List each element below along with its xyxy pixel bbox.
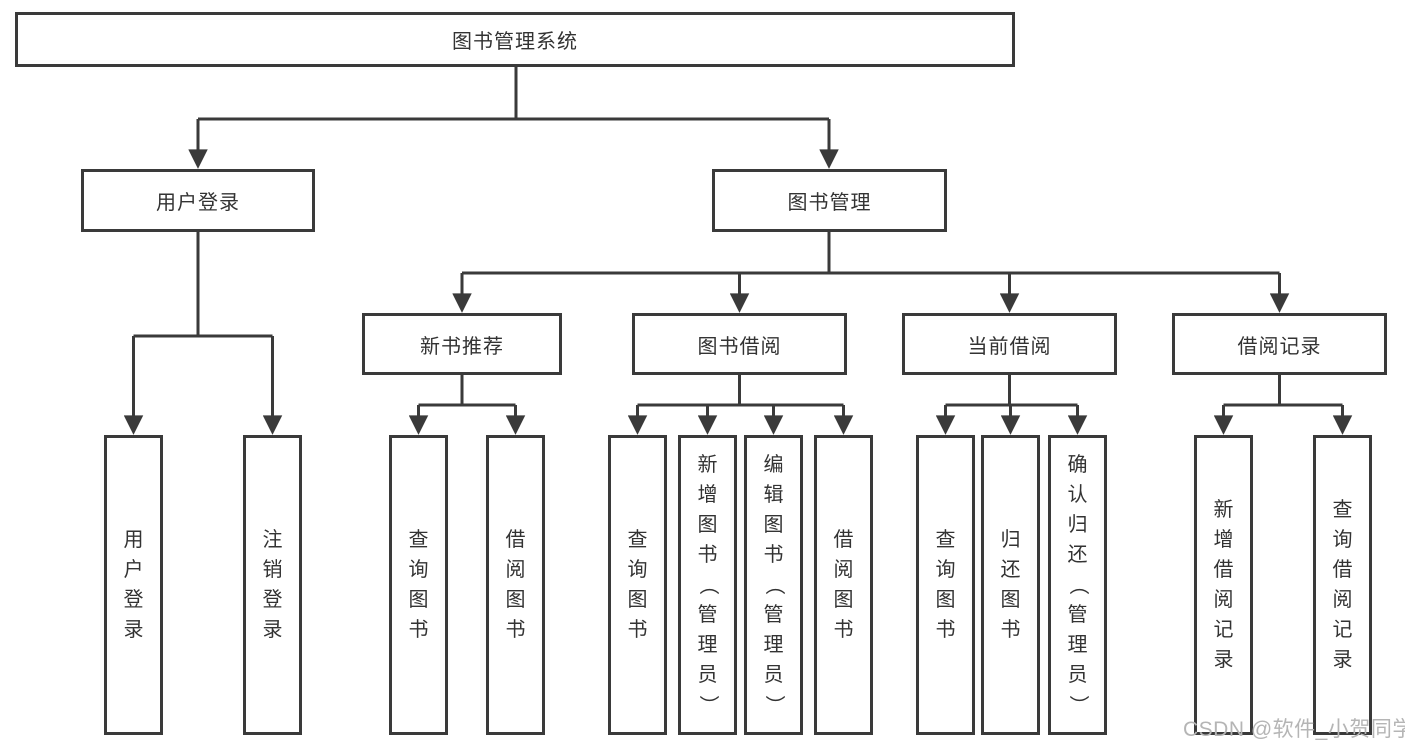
vertical-char: （ <box>696 575 719 595</box>
vertical-char: 用 <box>123 529 144 551</box>
vertical-char: （ <box>762 575 785 595</box>
vertical-char: 书 <box>408 619 429 641</box>
vertical-char: 图 <box>408 589 429 611</box>
vertical-char: 员 <box>1067 664 1088 686</box>
node-book-borrow: 图书借阅 <box>632 313 847 375</box>
leaf-query-book-current: 查询图书 <box>916 435 975 735</box>
leaf-user-login: 用户登录 <box>104 435 163 735</box>
root-node-library-system: 图书管理系统 <box>15 12 1015 67</box>
leaf-add-book-admin: 新增图书 （ 管理员 ） <box>678 435 737 735</box>
leaf-logout: 注销登录 <box>243 435 302 735</box>
vertical-char: 询 <box>1332 529 1353 551</box>
vertical-char: 管 <box>1067 604 1088 626</box>
leaf-query-book-recommend: 查询图书 <box>389 435 448 735</box>
vertical-char: 书 <box>505 619 526 641</box>
vertical-char: （ <box>1066 575 1089 595</box>
vertical-char: 书 <box>833 619 854 641</box>
vertical-char: 阅 <box>833 559 854 581</box>
vertical-char: 图 <box>627 589 648 611</box>
vertical-char: 询 <box>408 559 429 581</box>
vertical-char: 注 <box>262 529 283 551</box>
vertical-char: ） <box>696 695 719 715</box>
vertical-char: 录 <box>262 619 283 641</box>
vertical-char: 管 <box>763 604 784 626</box>
vertical-char: 编 <box>763 454 784 476</box>
vertical-char: 借 <box>505 529 526 551</box>
vertical-char: 记 <box>1332 619 1353 641</box>
vertical-char: 查 <box>1332 499 1353 521</box>
node-current-borrow: 当前借阅 <box>902 313 1117 375</box>
leaf-borrow-book: 借阅图书 <box>814 435 873 735</box>
vertical-char: 查 <box>408 529 429 551</box>
vertical-char: 登 <box>262 589 283 611</box>
leaf-query-borrow-record: 查询借阅记录 <box>1313 435 1372 735</box>
leaf-query-book-borrow: 查询图书 <box>608 435 667 735</box>
vertical-char: 图 <box>763 514 784 536</box>
vertical-char: 询 <box>935 559 956 581</box>
vertical-char: 书 <box>763 544 784 566</box>
node-book-management: 图书管理 <box>712 169 947 232</box>
vertical-char: 记 <box>1213 619 1234 641</box>
node-borrow-records: 借阅记录 <box>1172 313 1387 375</box>
vertical-char: 认 <box>1067 484 1088 506</box>
vertical-char: 员 <box>697 664 718 686</box>
vertical-char: 确 <box>1067 454 1088 476</box>
vertical-char: 员 <box>763 664 784 686</box>
vertical-char: 辑 <box>763 484 784 506</box>
node-new-book-recommend: 新书推荐 <box>362 313 562 375</box>
vertical-char: 查 <box>935 529 956 551</box>
vertical-char: 归 <box>1000 529 1021 551</box>
vertical-char: 书 <box>1000 619 1021 641</box>
vertical-char: 图 <box>1000 589 1021 611</box>
vertical-char: 图 <box>505 589 526 611</box>
vertical-char: 图 <box>935 589 956 611</box>
vertical-char: 新 <box>1213 499 1234 521</box>
vertical-char: 阅 <box>505 559 526 581</box>
vertical-char: 书 <box>627 619 648 641</box>
vertical-char: 询 <box>627 559 648 581</box>
vertical-char: 图 <box>697 514 718 536</box>
leaf-add-borrow-record: 新增借阅记录 <box>1194 435 1253 735</box>
vertical-char: 增 <box>697 484 718 506</box>
vertical-char: 借 <box>1332 559 1353 581</box>
vertical-char: 录 <box>1332 649 1353 671</box>
vertical-char: 理 <box>697 634 718 656</box>
vertical-char: 借 <box>1213 559 1234 581</box>
node-user-login: 用户登录 <box>81 169 315 232</box>
vertical-char: 销 <box>262 559 283 581</box>
leaf-edit-book-admin: 编辑图书 （ 管理员 ） <box>744 435 803 735</box>
vertical-char: ） <box>762 695 785 715</box>
vertical-char: 户 <box>123 559 144 581</box>
vertical-char: 阅 <box>1213 589 1234 611</box>
vertical-char: 还 <box>1000 559 1021 581</box>
vertical-char: 录 <box>123 619 144 641</box>
csdn-watermark: CSDN @软件_小贺同学 <box>1183 718 1405 741</box>
vertical-char: 书 <box>697 544 718 566</box>
vertical-char: 录 <box>1213 649 1234 671</box>
vertical-char: 增 <box>1213 529 1234 551</box>
vertical-char: 还 <box>1067 544 1088 566</box>
vertical-char: 管 <box>697 604 718 626</box>
vertical-char: 理 <box>1067 634 1088 656</box>
vertical-char: 登 <box>123 589 144 611</box>
vertical-char: 归 <box>1067 514 1088 536</box>
leaf-return-book: 归还图书 <box>981 435 1040 735</box>
vertical-char: ） <box>1066 695 1089 715</box>
vertical-char: 借 <box>833 529 854 551</box>
vertical-char: 查 <box>627 529 648 551</box>
vertical-char: 书 <box>935 619 956 641</box>
leaf-confirm-return-admin: 确认归还 （ 管理员 ） <box>1048 435 1107 735</box>
vertical-char: 理 <box>763 634 784 656</box>
vertical-char: 阅 <box>1332 589 1353 611</box>
vertical-char: 图 <box>833 589 854 611</box>
vertical-char: 新 <box>697 454 718 476</box>
leaf-borrow-book-recommend: 借阅图书 <box>486 435 545 735</box>
